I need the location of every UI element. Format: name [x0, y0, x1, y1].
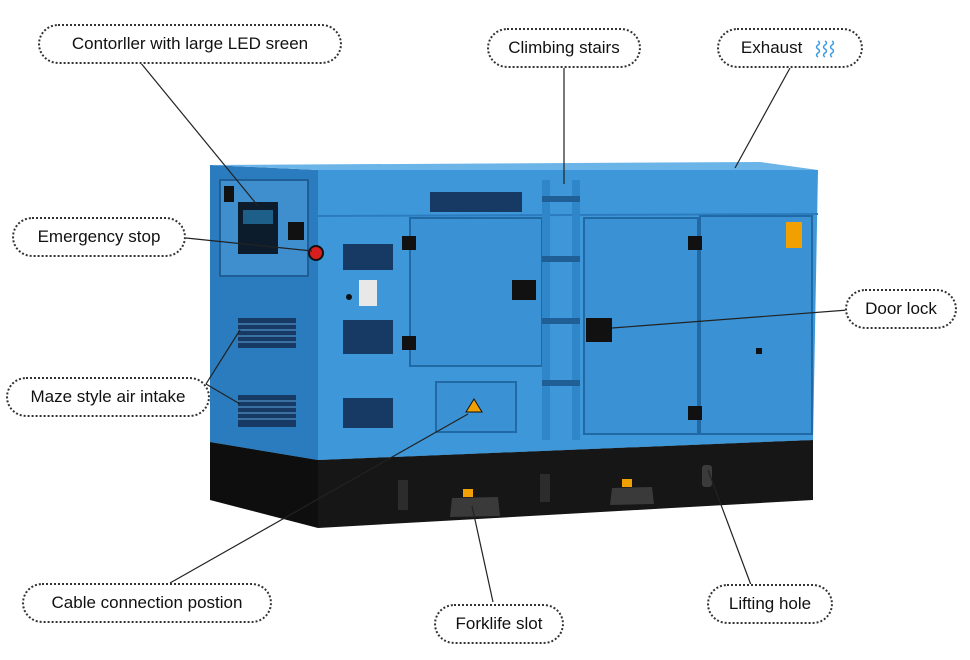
leader-controller [139, 61, 259, 207]
callout-exhaust-text: Exhaust [740, 38, 803, 57]
fuel-warning-label [786, 222, 802, 248]
front-air-intake [343, 192, 522, 428]
controller-door-latch [224, 186, 234, 202]
forklift-slot-left [450, 497, 500, 517]
base-support-left [398, 480, 408, 510]
callout-exhaust: Exhaust [717, 28, 863, 68]
leader-air-intake-lower [205, 383, 241, 405]
stair-step [542, 380, 580, 386]
front-grille-1 [343, 244, 393, 270]
climbing-stairs [542, 180, 580, 440]
warning-label [359, 280, 377, 306]
stair-rail-right [572, 180, 580, 440]
leader-lines [139, 61, 849, 603]
controller-led-screen [238, 202, 278, 254]
emergency-stop-button [308, 245, 324, 261]
hinge [402, 336, 416, 350]
side-grille-slats [238, 323, 296, 420]
canopy-roof [210, 162, 818, 170]
exhaust-waves-icon [815, 39, 835, 58]
forklift-slot-marker-right [622, 479, 632, 487]
callout-climbing-stairs: Climbing stairs [487, 28, 641, 68]
hinge [402, 236, 416, 250]
stair-step [542, 256, 580, 262]
leader-lifting-hole [707, 469, 752, 586]
intake-grille-1 [238, 318, 296, 348]
callout-controller-text: Contorller with large LED sreen [71, 34, 309, 53]
callout-lifting-hole: Lifting hole [707, 584, 833, 624]
side-knob [346, 294, 352, 300]
leader-cable-connection [169, 413, 469, 584]
front-grille-3 [343, 398, 393, 428]
lifting-hole [702, 465, 712, 487]
callout-emergency-stop: Emergency stop [12, 217, 186, 257]
leader-exhaust [734, 67, 791, 169]
callout-air-intake-text: Maze style air intake [30, 387, 186, 406]
canopy-top-seam [317, 213, 819, 217]
callout-forklift-slot: Forklife slot [434, 604, 564, 644]
hinge [688, 406, 702, 420]
callout-door-lock: Door lock [845, 289, 957, 329]
door-3-handle [756, 348, 762, 354]
callout-controller: Contorller with large LED sreen [38, 24, 342, 64]
forklift-slot-right [610, 487, 654, 505]
door-lock-2 [586, 318, 612, 342]
stair-rail-left [542, 180, 550, 440]
base-frame-right [318, 440, 813, 528]
leader-forklift-slot [471, 505, 494, 603]
callout-cable-connection-text: Cable connection postion [51, 593, 243, 612]
callout-forklift-slot-text: Forklife slot [455, 614, 543, 633]
forklift-slot-marker-left [463, 489, 473, 497]
callout-lifting-hole-text: Lifting hole [728, 594, 812, 613]
leader-air-intake-upper [205, 329, 241, 385]
door-lock-1 [512, 280, 536, 300]
forklift-slots [450, 479, 654, 517]
front-grille-2 [343, 320, 393, 354]
callout-climbing-stairs-text: Climbing stairs [508, 38, 620, 57]
controller-led-readout [243, 210, 273, 224]
callout-air-intake: Maze style air intake [6, 377, 210, 417]
callout-cable-connection: Cable connection postion [22, 583, 272, 623]
hinge [688, 236, 702, 250]
cable-warning-sign [465, 398, 483, 413]
side-air-intake [238, 318, 296, 427]
base-frame-left [210, 442, 318, 528]
callout-door-lock-text: Door lock [865, 299, 937, 318]
stair-step [542, 318, 580, 324]
stair-step [542, 196, 580, 202]
leader-door-lock [611, 309, 849, 329]
front-door-3 [699, 215, 813, 435]
emergency-stop-housing [288, 222, 304, 240]
top-vent [430, 192, 522, 212]
leader-emergency-stop [185, 237, 313, 252]
callout-emergency-stop-text: Emergency stop [37, 227, 161, 246]
base-support-mid [540, 474, 550, 502]
intake-grille-2 [238, 395, 296, 427]
